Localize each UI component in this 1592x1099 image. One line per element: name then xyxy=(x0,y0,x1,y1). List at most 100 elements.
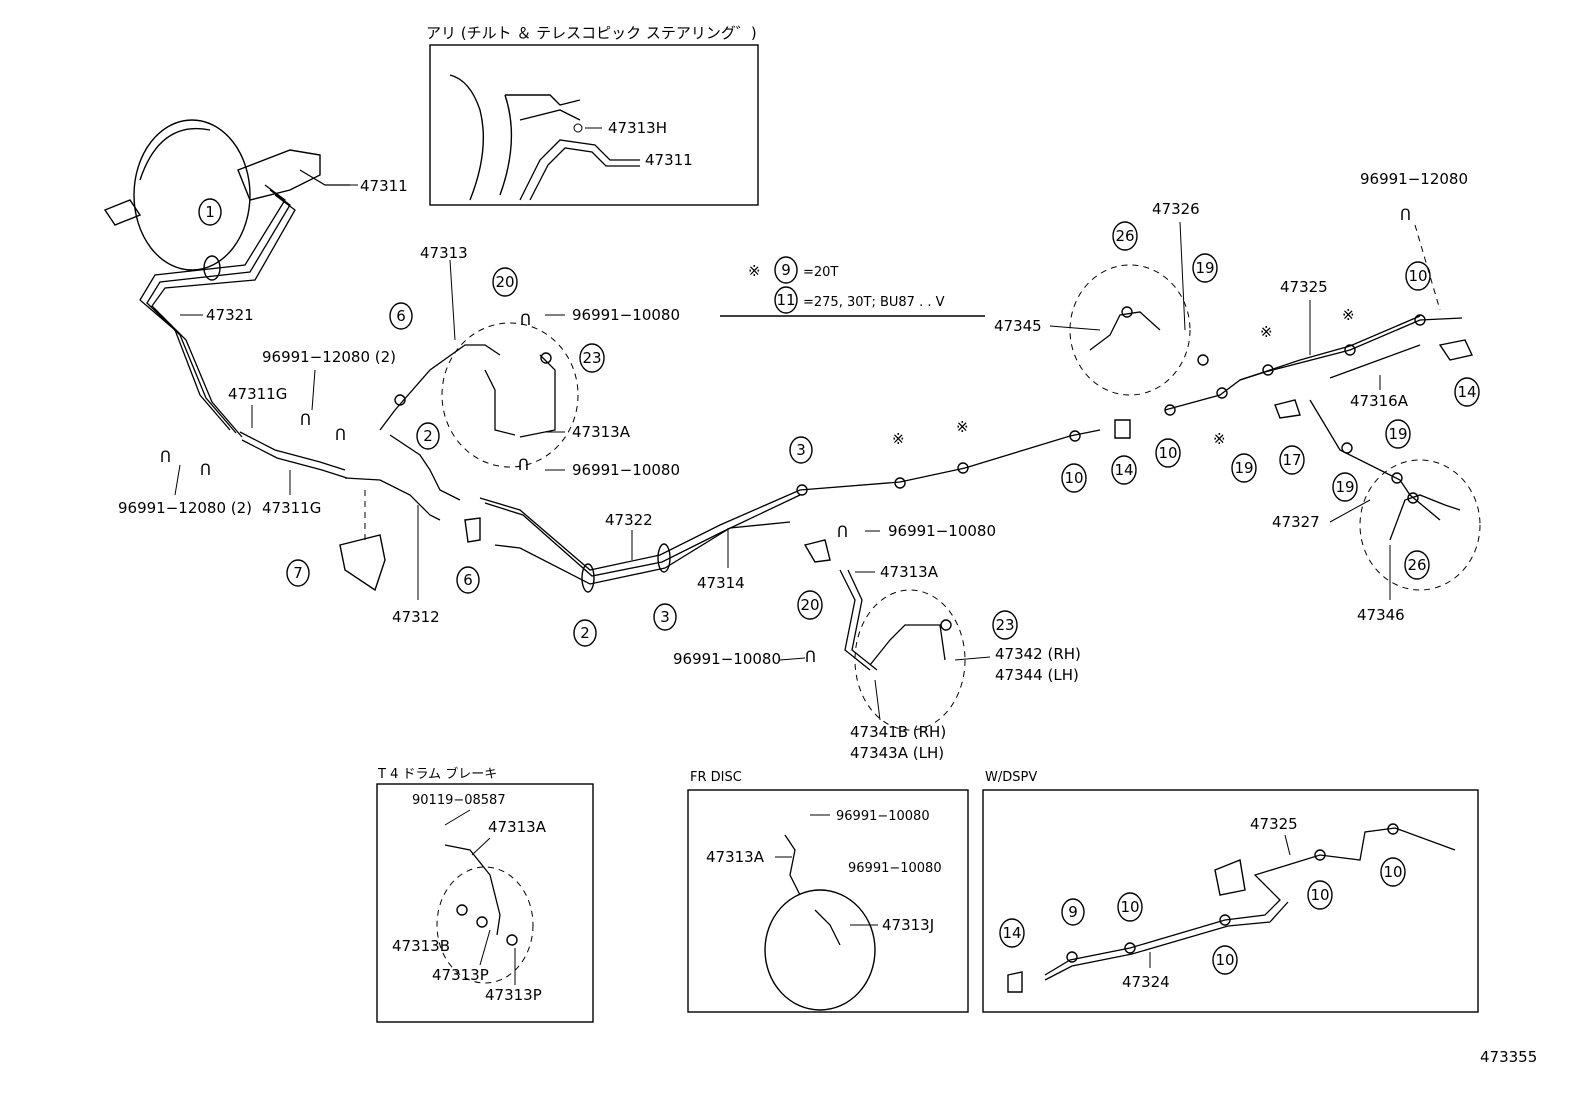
clip-icon: ᑎ xyxy=(837,523,848,541)
svg-text:6: 6 xyxy=(463,571,473,589)
svg-text:14: 14 xyxy=(1457,383,1476,401)
label-96991-12080-2a: 96991−12080 (2) xyxy=(262,348,396,366)
inset-t4-part-5: 47313P xyxy=(485,986,542,1004)
callout-20c: 19 xyxy=(1385,419,1411,449)
svg-text:9: 9 xyxy=(1068,903,1078,921)
callout-2: 2 xyxy=(416,422,440,450)
callout-10a: 10 xyxy=(1061,463,1087,493)
inset-fr-disc-part-1: 96991−10080 xyxy=(836,809,930,824)
svg-text:3: 3 xyxy=(796,441,806,459)
svg-text:10: 10 xyxy=(1310,886,1329,904)
figure-number: 473355 xyxy=(1480,1048,1537,1066)
callout-17: 14 xyxy=(1454,377,1480,407)
svg-text:2: 2 xyxy=(423,427,433,445)
svg-text:14: 14 xyxy=(1002,924,1021,942)
inset-tilt-telescopic: アリ (チルト ＆ テレスコピック ステアリング゛) 47313H 47311 xyxy=(426,24,759,206)
clip-icon: ᑎ xyxy=(335,426,346,444)
inset-t4-part-3: 47313B xyxy=(392,937,450,955)
label-47345: 47345 xyxy=(994,317,1042,335)
label-96991-10080-a: 96991−10080 xyxy=(572,306,680,324)
clip-icon: ᑎ xyxy=(160,448,171,466)
rear-right-brake xyxy=(839,569,966,731)
inset-fr-disc: FR DISC 96991−10080 47313A 96991−10080 4… xyxy=(687,770,969,1013)
label-47313A-a: 47313A xyxy=(572,423,631,441)
label-47322: 47322 xyxy=(605,511,653,529)
label-47325: 47325 xyxy=(1280,278,1328,296)
line-junctions xyxy=(394,306,1426,631)
svg-text:14: 14 xyxy=(1114,461,1133,479)
label-47341B: 47341B (RH) xyxy=(850,723,946,741)
callout-4: 6 xyxy=(389,302,413,330)
svg-text:10: 10 xyxy=(1158,444,1177,462)
label-96991-12080: 96991−12080 xyxy=(1360,170,1468,188)
svg-text:17: 17 xyxy=(1282,451,1301,469)
inset-top-part-1: 47313H xyxy=(608,119,667,137)
label-96991-10080-d: 96991−10080 xyxy=(673,650,781,668)
label-47326: 47326 xyxy=(1152,200,1200,218)
callout-10b: 10 xyxy=(1155,438,1181,468)
callout-20a: 19 xyxy=(1231,453,1257,483)
label-47316A: 47316A xyxy=(1350,392,1409,410)
inset-dspv-part-1: 47325 xyxy=(1250,815,1298,833)
clip-icon: ᑎ xyxy=(520,311,531,329)
callout-23: 23 xyxy=(579,343,605,373)
label-47344: 47344 (LH) xyxy=(995,666,1079,684)
svg-text:26: 26 xyxy=(1407,556,1426,574)
inset-t4-drum-brake: T 4 ドラム ブレーキ 90119−08587 47313A 47313B 4… xyxy=(376,766,594,1023)
svg-text:26: 26 xyxy=(1115,227,1134,245)
svg-text:19: 19 xyxy=(1388,425,1407,443)
svg-text:10: 10 xyxy=(1064,469,1083,487)
inset-fr-disc-part-3: 96991−10080 xyxy=(848,861,942,876)
callout-10c: 10 xyxy=(1405,261,1431,291)
label-47342: 47342 (RH) xyxy=(995,645,1081,663)
inset-t4-part-4: 47313P xyxy=(432,966,489,984)
svg-text:3: 3 xyxy=(660,608,670,626)
inset-dspv-part-2: 47324 xyxy=(1122,973,1170,991)
callout-14: 14 xyxy=(1111,455,1137,485)
clip-icon: ᑎ xyxy=(805,648,816,666)
inset-t4-title: T 4 ドラム ブレーキ xyxy=(377,766,497,782)
callout-1: 1 xyxy=(198,198,222,226)
part-labels: 47311 47321 47313 96991−10080 47313A 969… xyxy=(118,170,1468,762)
svg-text:20: 20 xyxy=(800,596,819,614)
svg-text:23: 23 xyxy=(582,349,601,367)
dspv-callout-14: 14 xyxy=(999,918,1025,948)
svg-text:※: ※ xyxy=(956,418,969,436)
callout-20b: 19 xyxy=(1192,253,1218,283)
dspv-callout-10d: 10 xyxy=(1380,857,1406,887)
callout-26b: 26 xyxy=(1404,550,1430,580)
svg-text:10: 10 xyxy=(1383,863,1402,881)
label-96991-10080-c: 96991−10080 xyxy=(888,522,996,540)
clip-icon: ᑎ xyxy=(200,461,211,479)
inset-w-dspv: W/DSPV 47325 47324 14 9 10 10 10 10 xyxy=(982,770,1479,1013)
callout-26a: 26 xyxy=(1112,221,1138,251)
svg-text:19: 19 xyxy=(1335,478,1354,496)
dspv-callout-10a: 10 xyxy=(1117,892,1143,922)
dspv-callout-10b: 10 xyxy=(1212,945,1238,975)
clip-icon: ᑎ xyxy=(1400,206,1411,224)
inset-dspv-title: W/DSPV xyxy=(985,770,1037,785)
inset-top-title: アリ (チルト ＆ テレスコピック ステアリング゛) xyxy=(426,24,757,42)
svg-text:7: 7 xyxy=(293,564,303,582)
callout-3b: 3 xyxy=(789,436,813,464)
inset-fr-disc-part-4: 47313J xyxy=(882,916,934,934)
callout-6: 6 xyxy=(456,566,480,594)
svg-text:10: 10 xyxy=(1120,898,1139,916)
label-47321: 47321 xyxy=(206,306,254,324)
note-line-1: =20T xyxy=(803,265,838,280)
dspv-callout-10c: 10 xyxy=(1307,880,1333,910)
callout-7: 7 xyxy=(286,559,310,587)
inset-t4-part-1: 90119−08587 xyxy=(412,793,506,808)
front-brake-lines xyxy=(139,169,350,438)
svg-text:※: ※ xyxy=(1342,306,1355,324)
label-47312: 47312 xyxy=(392,608,440,626)
svg-text:19: 19 xyxy=(1195,259,1214,277)
svg-text:2: 2 xyxy=(580,624,590,642)
inset-t4-part-2: 47313A xyxy=(488,818,547,836)
under-body-lines xyxy=(479,315,1463,593)
svg-text:10: 10 xyxy=(1215,951,1234,969)
label-47311G-b: 47311G xyxy=(262,499,321,517)
clip-icon: ᑎ xyxy=(300,411,311,429)
clip-icon: ᑎ xyxy=(518,456,529,474)
inset-top-part-2: 47311 xyxy=(645,151,693,169)
